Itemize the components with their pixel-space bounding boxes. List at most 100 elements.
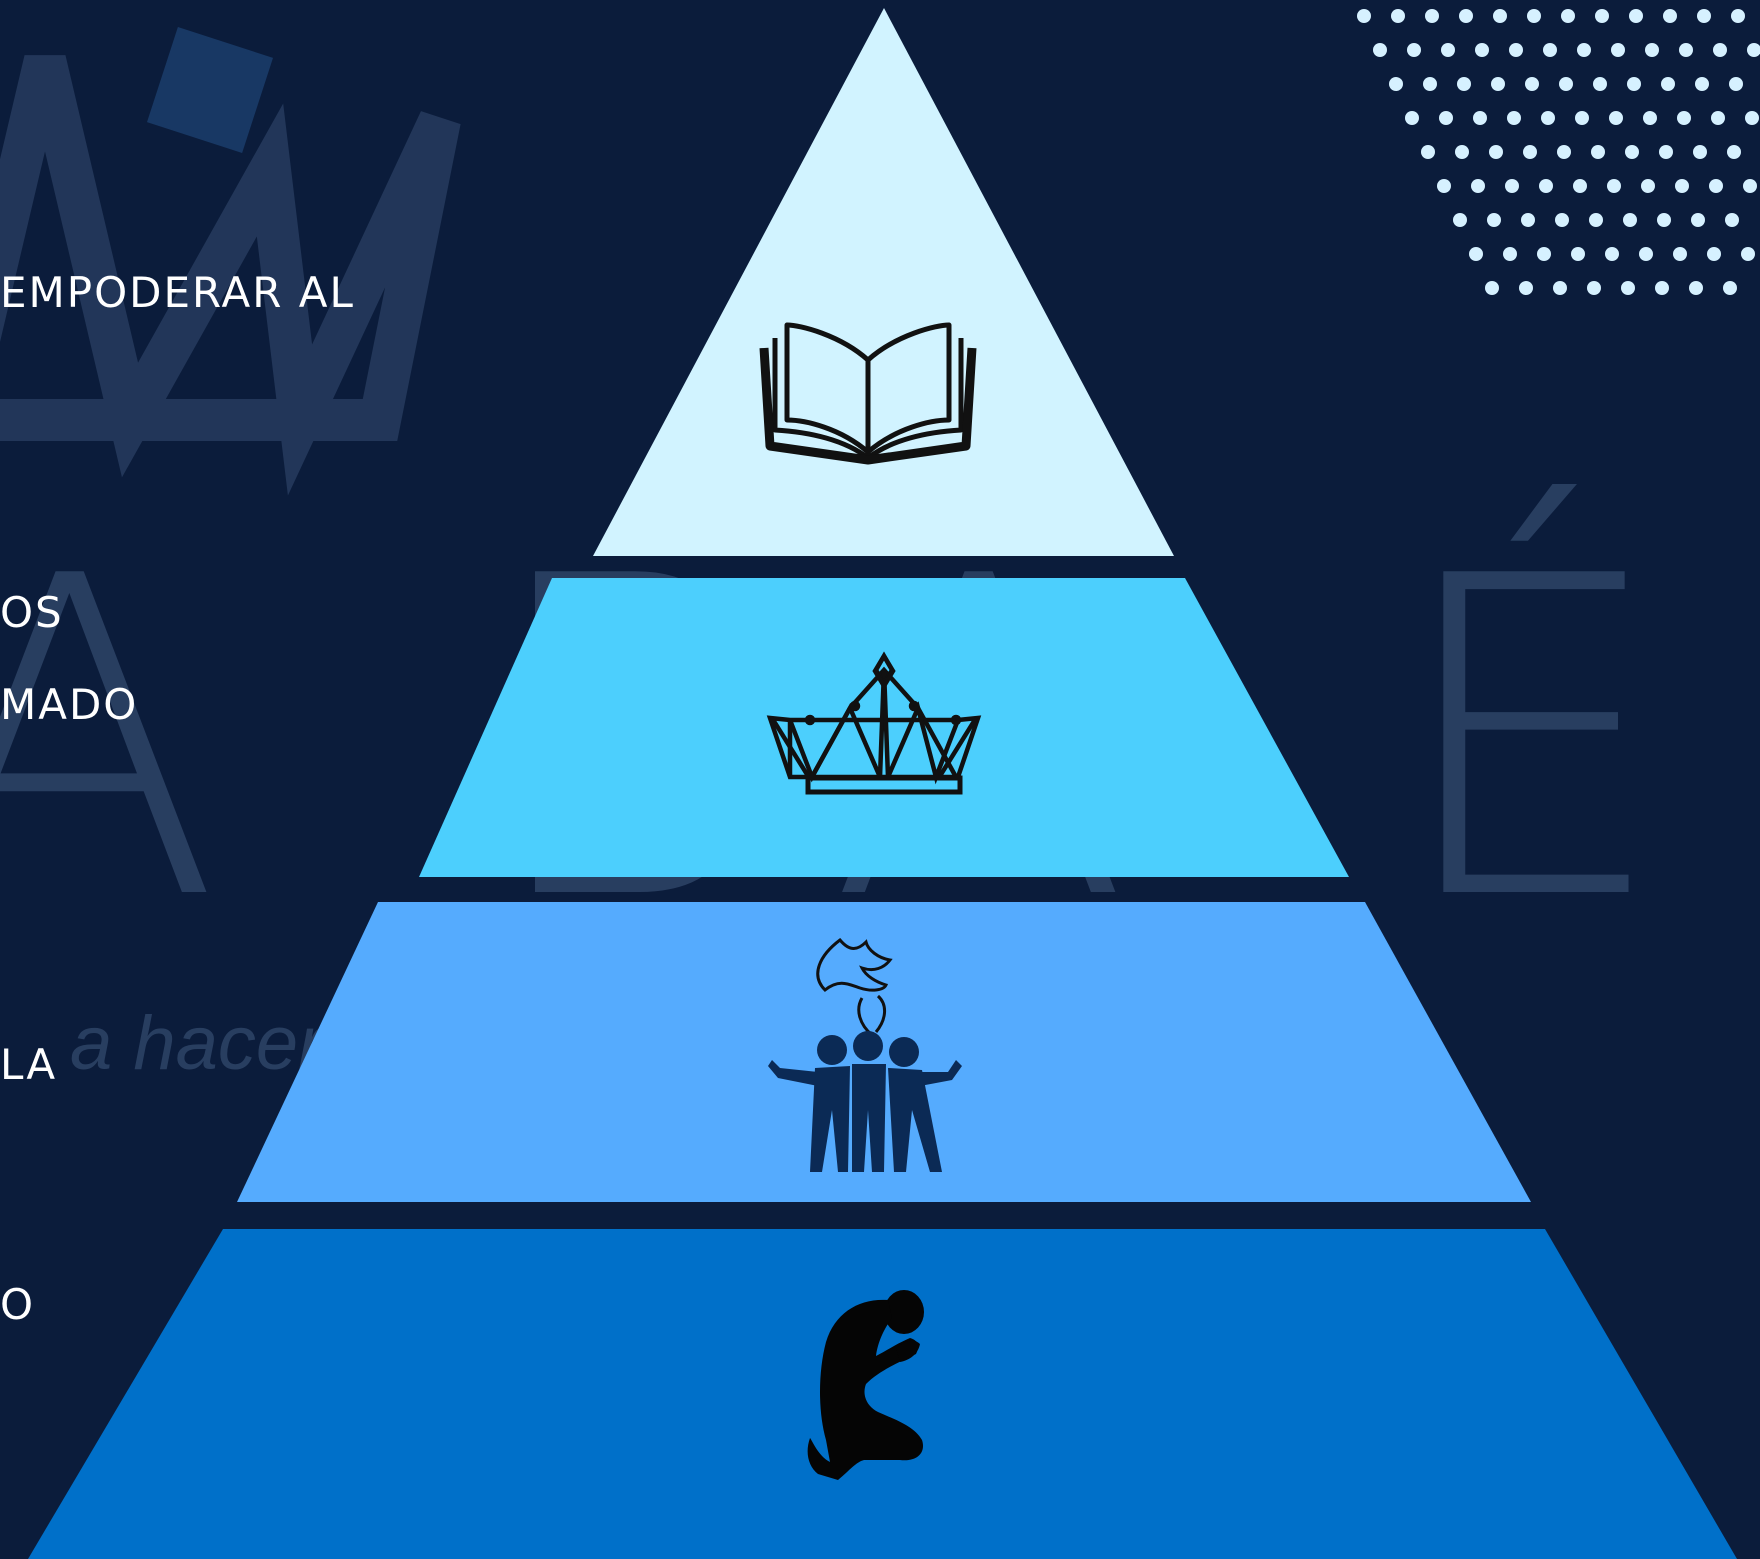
decor-dot (1539, 179, 1553, 193)
decor-dot (1593, 77, 1607, 91)
decor-dot (1677, 111, 1691, 125)
decor-dot (1437, 179, 1451, 193)
decor-dot (1519, 281, 1533, 295)
decor-dot (1509, 43, 1523, 57)
decor-dot (1473, 111, 1487, 125)
kneeling-prayer-icon (807, 1290, 924, 1480)
decor-dot (1405, 111, 1419, 125)
pyramid-level-top (593, 8, 1174, 556)
decor-dot (1455, 145, 1469, 159)
decor-dot (1609, 111, 1623, 125)
decor-dot (1591, 145, 1605, 159)
decor-dot (1573, 179, 1587, 193)
decor-dot (1471, 179, 1485, 193)
decor-dot (1561, 9, 1575, 23)
decor-dot (1541, 111, 1555, 125)
decor-dot (1439, 111, 1453, 125)
pyramid-level-third (237, 902, 1531, 1202)
decor-dot (1505, 179, 1519, 193)
decor-dot (1423, 77, 1437, 91)
side-text-4: LA (0, 1040, 58, 1089)
side-text-3: MADO (0, 680, 139, 729)
background-watermark-tagline: a hacer (70, 1001, 324, 1086)
decor-dot (1537, 247, 1551, 261)
decor-dot (1657, 213, 1671, 227)
side-text-1: EMPODERAR AL (0, 268, 355, 317)
decor-dot (1577, 43, 1591, 57)
decor-dot (1523, 145, 1537, 159)
decor-dot (1641, 179, 1655, 193)
decor-dot (1711, 111, 1725, 125)
decor-dot (1655, 281, 1669, 295)
decor-dot (1675, 179, 1689, 193)
decor-dot (1731, 9, 1745, 23)
decor-dot (1571, 247, 1585, 261)
decor-dot (1611, 43, 1625, 57)
decor-dot (1607, 179, 1621, 193)
decor-dot (1625, 145, 1639, 159)
decor-dot (1695, 77, 1709, 91)
decor-dot (1407, 43, 1421, 57)
open-book-icon (759, 322, 977, 465)
decor-dot (1645, 43, 1659, 57)
decor-dot (1627, 77, 1641, 91)
decor-dot (1457, 77, 1471, 91)
decor-dot (1673, 247, 1687, 261)
side-text-5: O (0, 1280, 36, 1329)
decor-dot (1725, 213, 1739, 227)
decor-dot (1595, 9, 1609, 23)
decor-dot (1729, 77, 1743, 91)
decor-dot (1629, 9, 1643, 23)
decor-dot (1503, 247, 1517, 261)
decor-dot (1689, 281, 1703, 295)
decor-dot (1425, 9, 1439, 23)
decor-dot (1357, 9, 1371, 23)
decor-dot (1389, 77, 1403, 91)
decor-dot (1605, 247, 1619, 261)
decor-dot (1659, 145, 1673, 159)
decor-dot (1723, 281, 1737, 295)
decor-dot (1521, 213, 1535, 227)
decor-dot (1555, 213, 1569, 227)
decor-dot (1643, 111, 1657, 125)
group-with-dove-icon (768, 937, 962, 1172)
decor-dot (1639, 247, 1653, 261)
decor-dot (1469, 247, 1483, 261)
decor-dot (1373, 43, 1387, 57)
decor-dot (1693, 145, 1707, 159)
decor-dot (1575, 111, 1589, 125)
decor-dot (1679, 43, 1693, 57)
decor-dot (1421, 145, 1435, 159)
decor-dot (1691, 213, 1705, 227)
decor-dot (1507, 111, 1521, 125)
decor-dot (1543, 43, 1557, 57)
decor-dot (1491, 77, 1505, 91)
decor-dot (1489, 145, 1503, 159)
side-text-2: OS (0, 588, 64, 637)
decor-dot (1745, 111, 1759, 125)
decor-dot (1487, 213, 1501, 227)
decor-dot (1559, 77, 1573, 91)
decor-dot (1661, 77, 1675, 91)
decor-dot (1589, 213, 1603, 227)
crown-icon (766, 651, 982, 795)
decor-dot (1391, 9, 1405, 23)
decor-dot (1713, 43, 1727, 57)
decor-dot (1727, 145, 1741, 159)
decor-dot (1557, 145, 1571, 159)
decor-dot (1697, 9, 1711, 23)
pyramid-level-base (28, 1229, 1737, 1559)
decor-dot (1453, 213, 1467, 227)
decor-dot (1459, 9, 1473, 23)
decor-dot (1441, 43, 1455, 57)
decor-dot (1741, 247, 1755, 261)
decor-dot (1709, 179, 1723, 193)
decor-dot (1475, 43, 1489, 57)
decor-dot (1493, 9, 1507, 23)
decor-dot (1743, 179, 1757, 193)
decor-dot (1747, 43, 1760, 57)
